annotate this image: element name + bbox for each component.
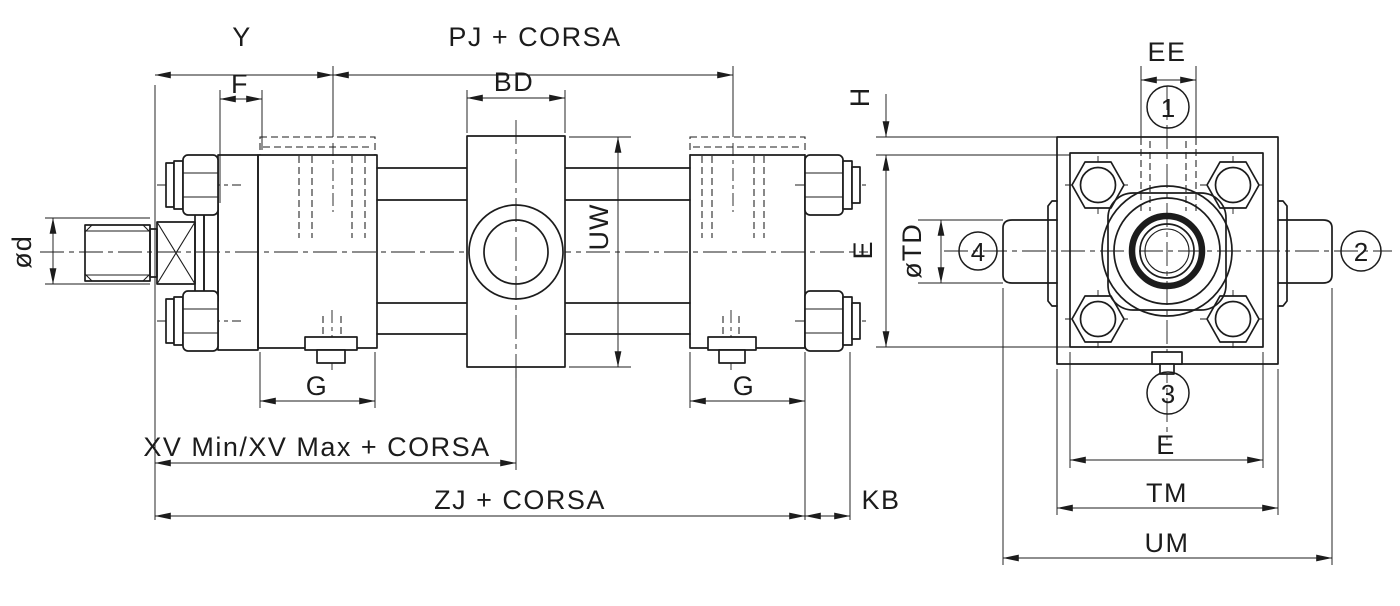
dim-label-um: UM [1145, 528, 1190, 558]
dim-label-kb: KB [861, 485, 900, 515]
balloon-4-pin-left: 4 [958, 231, 998, 271]
balloon-callouts: 1 2 3 4 [958, 85, 1382, 415]
rod-end-head [217, 136, 378, 370]
dim-label-h: H [845, 87, 875, 108]
trunnion-pin-left [1002, 200, 1058, 307]
trunnion-block [466, 120, 566, 382]
tie-rod-nuts-left [157, 154, 241, 352]
head-face-plate [1069, 152, 1264, 348]
dim-label-rod-diameter: ød [7, 235, 37, 269]
corner-nuts [1065, 156, 1266, 348]
balloon-2-pin-right: 2 [1340, 230, 1382, 272]
dim-label-tm: TM [1146, 478, 1188, 508]
svg-text:2: 2 [1354, 237, 1368, 267]
balloon-1-port: 1 [1146, 85, 1190, 129]
side-view-dimensions: Y PJ + CORSA F BD UW ød G G XV Min/XV Ma… [7, 22, 900, 520]
piston-rod-thread [84, 224, 158, 282]
dim-label-y: Y [232, 22, 252, 52]
dim-label-td-diameter: øTD [897, 223, 927, 278]
dim-label-e-vertical: E [848, 240, 878, 259]
side-view [40, 120, 868, 382]
dim-label-ee: EE [1147, 37, 1186, 67]
dim-label-zj-corsa: ZJ + CORSA [434, 485, 606, 515]
svg-text:1: 1 [1161, 93, 1175, 123]
cap-end-head [689, 136, 806, 370]
rod-collar [156, 204, 219, 302]
dim-label-uw: UW [584, 204, 614, 251]
dim-label-g-left: G [306, 371, 329, 401]
tie-rod-nuts-right [795, 154, 868, 352]
dim-label-bd: BD [494, 67, 535, 97]
rod-gland-circles [1101, 185, 1233, 317]
end-view [944, 86, 1392, 440]
dim-label-g-right: G [733, 371, 756, 401]
cylinder-tube [376, 167, 691, 335]
dim-label-xv-corsa: XV Min/XV Max + CORSA [143, 432, 490, 462]
bottom-bleed-fitting [1151, 351, 1183, 375]
dim-label-f: F [231, 69, 249, 99]
dim-label-e-horizontal: E [1156, 430, 1176, 460]
top-port-hidden-lines [1140, 138, 1197, 215]
trunnion-pin-right [1277, 200, 1333, 307]
balloon-3-bleed: 3 [1146, 371, 1190, 415]
dim-label-pj-corsa: PJ + CORSA [448, 22, 621, 52]
end-view-dimensions: EE H E øTD E TM UM [845, 37, 1333, 565]
svg-text:4: 4 [971, 237, 985, 267]
svg-text:3: 3 [1161, 379, 1175, 409]
